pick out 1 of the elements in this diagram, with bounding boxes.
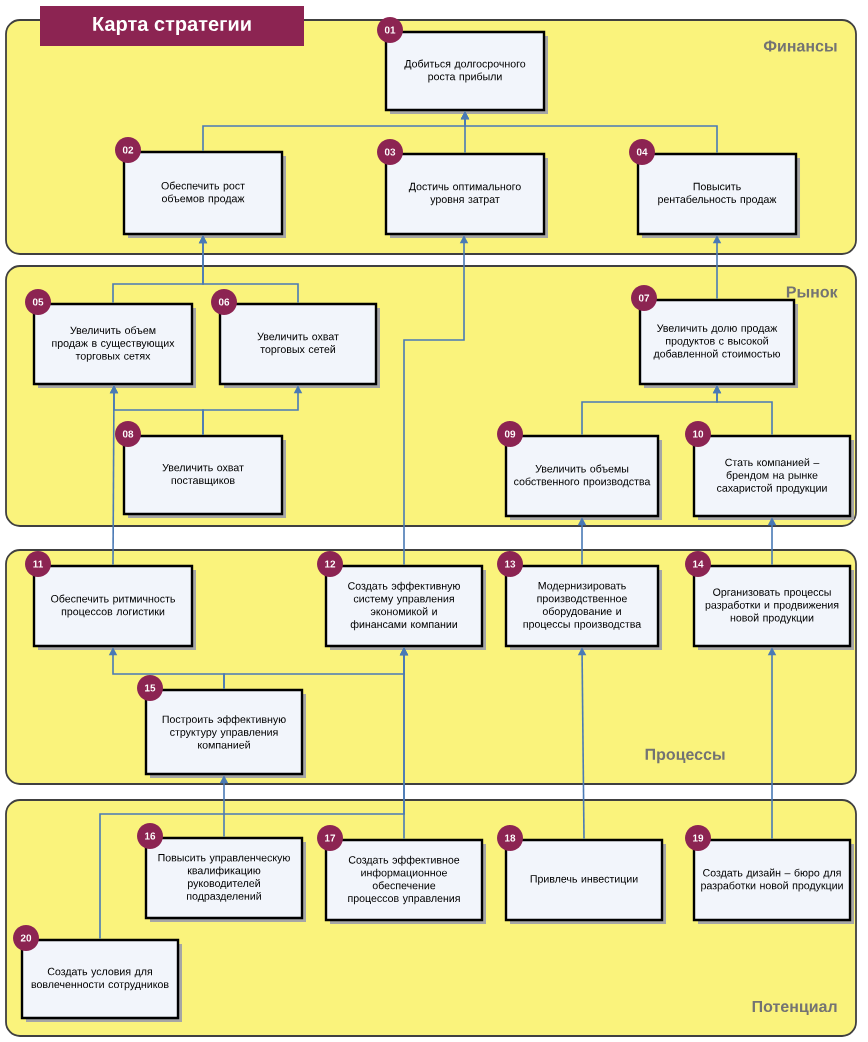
title-tab: Карта стратегии (40, 6, 304, 46)
